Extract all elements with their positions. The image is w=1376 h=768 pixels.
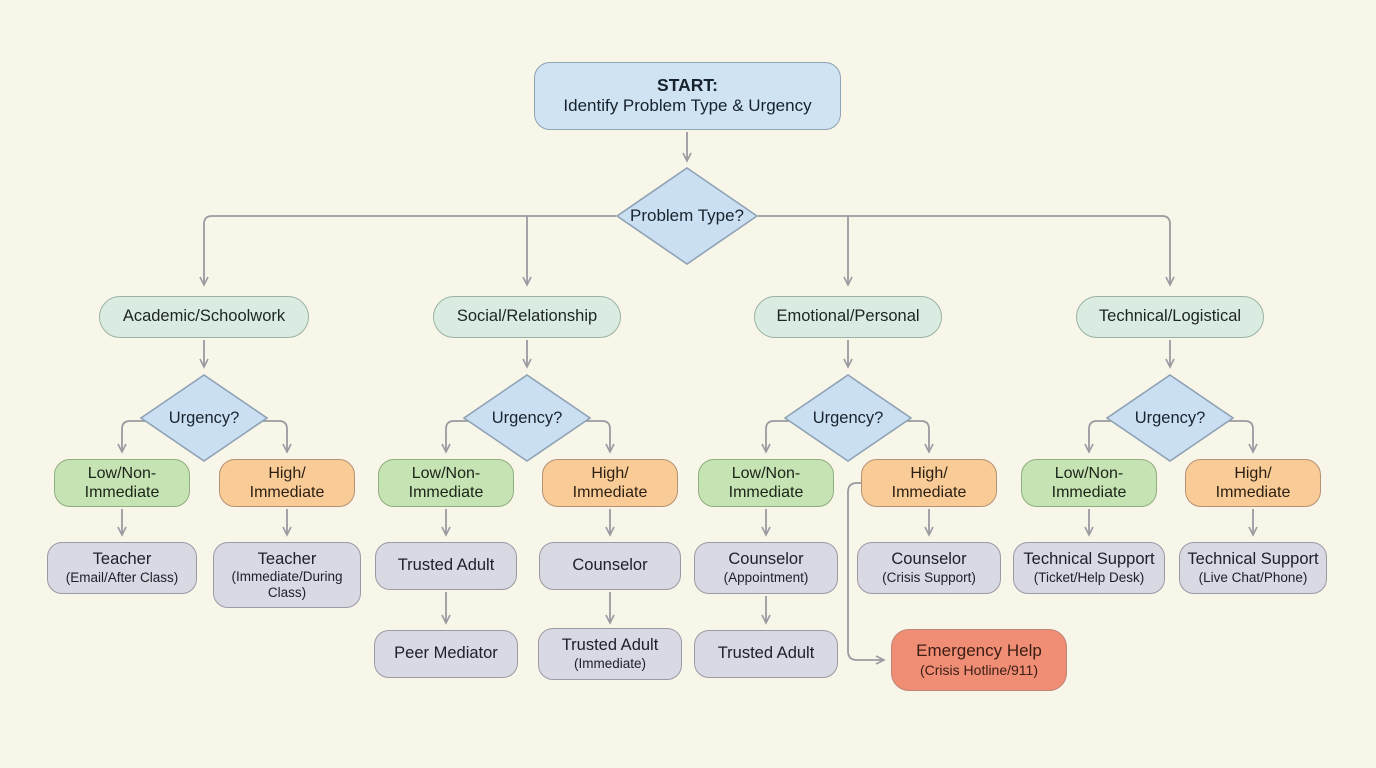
leaf-title: Teacher (257, 549, 317, 568)
leaf-detail: (Ticket/Help Desk) (1033, 570, 1145, 586)
leaf-trusted-adult-immediate: Trusted Adult (Immediate) (538, 628, 682, 680)
low-label-line1: Low/Non- (1054, 464, 1124, 482)
urgency-label-academic: Urgency? (168, 408, 240, 427)
urgency-diamond-emotional (783, 374, 913, 462)
leaf-title: Trusted Adult (397, 556, 495, 575)
leaf-trusted-adult-emotional: Trusted Adult (694, 630, 838, 678)
edge-urgency3-low (1084, 420, 1113, 454)
low-label-line2: Immediate (84, 484, 160, 501)
category-node-technical: Technical/Logistical (1076, 296, 1264, 338)
leaf-title: Counselor (891, 550, 967, 569)
leaf-title: Teacher (92, 550, 152, 569)
high-label-line1: High/ (1234, 464, 1272, 482)
leaf-tech-support-ticket: Technical Support (Ticket/Help Desk) (1013, 542, 1165, 594)
start-node: START: Identify Problem Type & Urgency (534, 62, 841, 130)
urgency-diamond-technical (1105, 374, 1235, 462)
edge-urgency2-high (905, 420, 934, 454)
leaf-tech-support-chat: Technical Support (Live Chat/Phone) (1179, 542, 1327, 594)
leaf-peer-mediator: Peer Mediator (374, 630, 518, 678)
leaf-detail: (Immediate/During Class) (231, 569, 343, 600)
high-label-line2: Immediate (249, 484, 325, 501)
edge-urgency1-low (441, 420, 470, 454)
leaf-title: Trusted Adult (717, 644, 815, 663)
emergency-title: Emergency Help (916, 641, 1042, 661)
leaf-teacher-immediate: Teacher (Immediate/During Class) (213, 542, 361, 608)
start-title: START: (657, 75, 718, 96)
edge-urgency3-high (1227, 420, 1258, 454)
edge-urgency0-low (117, 420, 147, 454)
edge-urgency2-low (761, 420, 791, 454)
low-node-emotional: Low/Non- Immediate (698, 459, 834, 507)
leaf-title: Peer Mediator (394, 644, 498, 663)
high-node-technical: High/ Immediate (1185, 459, 1321, 507)
edge-urgency1-high (584, 420, 615, 454)
high-label-line2: Immediate (1215, 484, 1291, 501)
low-label-line1: Low/Non- (411, 464, 481, 482)
low-label-line1: Low/Non- (731, 464, 801, 482)
leaf-teacher-email: Teacher (Email/After Class) (47, 542, 197, 594)
emergency-help-node: Emergency Help (Crisis Hotline/911) (891, 629, 1067, 691)
category-node-social: Social/Relationship (433, 296, 621, 338)
high-node-social: High/ Immediate (542, 459, 678, 507)
urgency-label-emotional: Urgency? (812, 408, 884, 427)
high-label-line1: High/ (910, 464, 948, 482)
low-node-academic: Low/Non- Immediate (54, 459, 190, 507)
urgency-diamond-academic (139, 374, 269, 462)
leaf-counselor-appointment: Counselor (Appointment) (694, 542, 838, 594)
leaf-title: Counselor (728, 550, 804, 569)
emergency-detail: (Crisis Hotline/911) (920, 661, 1038, 678)
high-node-emotional: High/ Immediate (861, 459, 997, 507)
high-node-academic: High/ Immediate (219, 459, 355, 507)
high-label-line1: High/ (591, 464, 629, 482)
low-label-line2: Immediate (728, 484, 804, 501)
leaf-detail: (Appointment) (723, 570, 809, 586)
leaf-title: Technical Support (1023, 550, 1155, 569)
category-node-emotional: Emotional/Personal (754, 296, 942, 338)
leaf-counselor-social: Counselor (539, 542, 681, 590)
problem-type-diamond (615, 167, 759, 265)
leaf-title: Trusted Adult (561, 636, 659, 655)
category-node-academic: Academic/Schoolwork (99, 296, 309, 338)
low-label-line2: Immediate (408, 484, 484, 501)
high-label-line2: Immediate (572, 484, 648, 501)
problem-type-label: Problem Type? (629, 206, 745, 226)
edge-high-immediate-to-emergency-help (847, 482, 886, 665)
low-node-technical: Low/Non- Immediate (1021, 459, 1157, 507)
leaf-trusted-adult-social: Trusted Adult (375, 542, 517, 590)
urgency-diamond-social (462, 374, 592, 462)
urgency-label-social: Urgency? (491, 408, 563, 427)
leaf-detail: (Live Chat/Phone) (1198, 570, 1308, 586)
edge-problem-type-to-technical (758, 215, 1175, 287)
high-label-line2: Immediate (891, 484, 967, 501)
leaf-detail: (Crisis Support) (882, 570, 976, 586)
edge-urgency0-high (261, 420, 292, 454)
leaf-detail: (Email/After Class) (65, 570, 179, 586)
leaf-title: Counselor (572, 556, 648, 575)
high-label-line1: High/ (268, 464, 306, 482)
leaf-detail: (Immediate) (573, 656, 646, 672)
start-subtitle: Identify Problem Type & Urgency (563, 96, 812, 116)
urgency-label-technical: Urgency? (1134, 408, 1206, 427)
leaf-counselor-crisis: Counselor (Crisis Support) (857, 542, 1001, 594)
low-label-line2: Immediate (1051, 484, 1127, 501)
edge-problem-type-to-academic (199, 215, 616, 287)
leaf-title: Technical Support (1187, 550, 1319, 569)
low-label-line1: Low/Non- (87, 464, 157, 482)
low-node-social: Low/Non- Immediate (378, 459, 514, 507)
